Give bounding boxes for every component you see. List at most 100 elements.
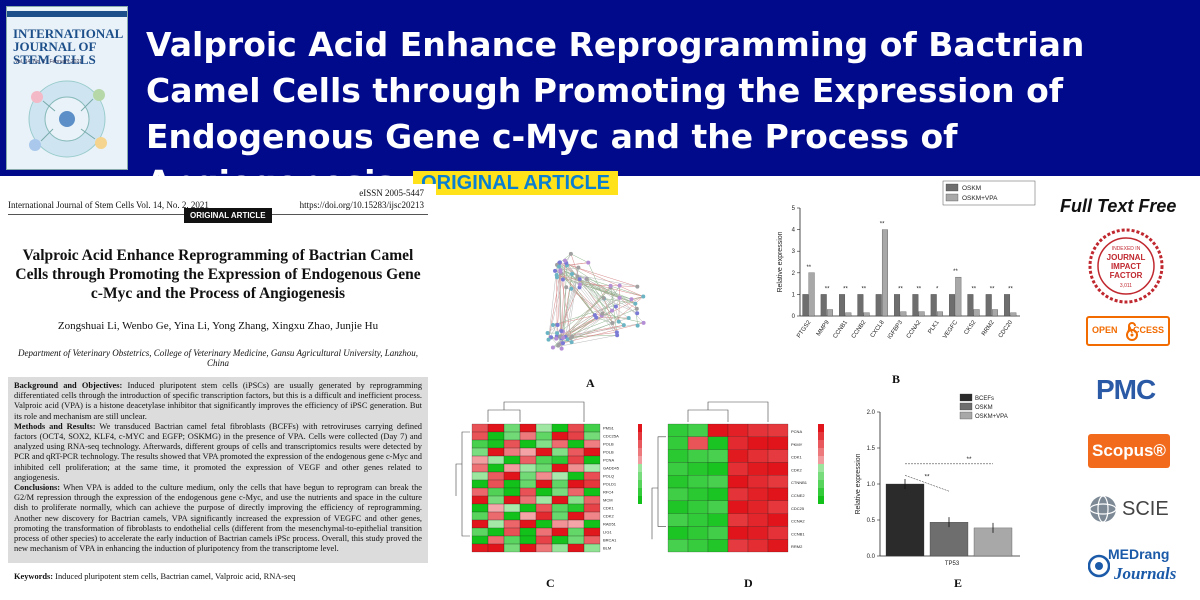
c-heat-cell [487,431,505,441]
d-heat-cell [667,539,689,553]
d-heat-cell [747,513,769,527]
c-color-key [638,472,642,480]
c-heat-cell [471,535,489,545]
open-access-badge[interactable]: OPEN ACCESS [1086,316,1170,346]
d-heat-cell [667,423,689,437]
c-heat-cell [551,471,569,481]
c-heat-cell [519,479,537,489]
d-heat-cell [667,513,689,527]
d-heat-cell [767,449,789,463]
c-color-key [638,440,642,448]
network-node [577,285,582,290]
e-y-tick-label: 0.5 [867,518,876,524]
b-bar [973,309,980,317]
b-x-tick-label: CKS2 [964,319,978,336]
network-node [546,337,551,342]
d-heat-cell [707,513,729,527]
d-row-label: PKMY [791,442,803,447]
scopus-logo[interactable]: Scopus® [1088,434,1170,468]
network-edge [566,262,620,299]
d-row-label: CDK2 [791,467,802,472]
e-y-tick-label: 2.0 [867,410,876,416]
d-row-label: CCNE2 [791,493,805,498]
b-bar [875,294,882,317]
d-heat-cell [707,487,729,501]
c-heat-cell [583,431,601,441]
e-legend-label: OSKM+VPA [975,414,1008,420]
d-heat-cell [747,475,769,489]
d-color-key [818,472,824,480]
scie-logo[interactable]: SCIE [1088,492,1172,528]
b-bar [912,294,919,317]
network-node [568,335,573,340]
c-heat-cell [535,527,553,537]
methods-text: We transduced Bactrian camel fetal fibro… [14,421,422,482]
b-bar [845,312,852,317]
b-bar [857,294,864,317]
c-heat-cell [567,543,585,553]
c-heat-cell [487,487,505,497]
network-edge [603,298,618,336]
doi-link[interactable]: https://doi.org/10.15283/ijsc20213 [299,200,424,210]
c-heat-cell [583,535,601,545]
b-significance: ** [880,222,885,228]
network-edge [558,263,596,316]
e-significance: ** [966,456,972,463]
c-heat-cell [471,431,489,441]
c-heat-cell [519,471,537,481]
c-dendrogram [455,401,585,537]
scie-text: SCIE [1122,498,1169,520]
abstract-conclusions: Conclusions: When VPA is added to the cu… [14,483,422,554]
e-y-tick-label: 1.0 [867,482,876,488]
c-row-label: PMS1 [603,426,615,431]
c-heat-cell [583,503,601,513]
network-node [616,319,621,324]
keywords-label: Keywords: [14,572,54,581]
c-color-key [638,424,642,432]
c-heat-cell [503,471,521,481]
c-row-label: BRCA1 [603,538,617,543]
figure-label-b: B [892,372,901,386]
d-heat-cell [727,449,749,463]
d-heat-cell [767,436,789,450]
d-row-label: CCNB1 [791,531,805,536]
d-heat-cell [707,449,729,463]
network-node [617,295,622,300]
network-node [559,328,564,333]
background-label: Background and Objectives: [14,381,123,390]
jif-factor: FACTOR [1110,271,1143,280]
c-color-key [638,496,642,504]
c-heat-cell [567,519,585,529]
journal-impact-factor-seal-icon[interactable]: INDEXED IN JOURNAL IMPACT FACTOR 3,011 [1088,228,1164,304]
network-node [621,323,626,328]
network-node [564,285,569,290]
journal-cover[interactable]: INTERNATIONAL JOURNAL OF STEM CELLS Vol.… [6,6,128,170]
medrang-text: MEDrang [1108,546,1170,562]
medrang-icon [1088,554,1110,578]
network-node [586,260,591,265]
network-node [577,277,582,282]
d-dendrogram [651,401,769,540]
d-heat-cell [687,500,709,514]
pmc-logo[interactable]: PMC [1096,374,1156,405]
medrang-logo[interactable]: MEDrang Journals [1088,544,1177,588]
b-bar [955,276,962,317]
c-heat-cell [503,447,521,457]
d-heat-cell [747,500,769,514]
b-bar [991,309,998,317]
c-heat-cell [503,423,521,433]
c-heat-cell [551,479,569,489]
d-heat-cell [747,526,769,540]
c-heat-cell [471,519,489,529]
c-heat-cell [551,431,569,441]
medrang-journals: Journals [1114,564,1177,583]
network-node [563,258,568,263]
c-heat-cell [567,447,585,457]
full-text-free[interactable]: Full Text Free [1060,196,1177,216]
d-heat-cell [767,475,789,489]
b-x-tick-label: CXCL8 [870,319,886,339]
network-node [569,340,574,345]
b-x-tick-label: VEGFC [942,319,959,340]
c-heat-cell [487,519,505,529]
b-significance: ** [843,286,848,292]
